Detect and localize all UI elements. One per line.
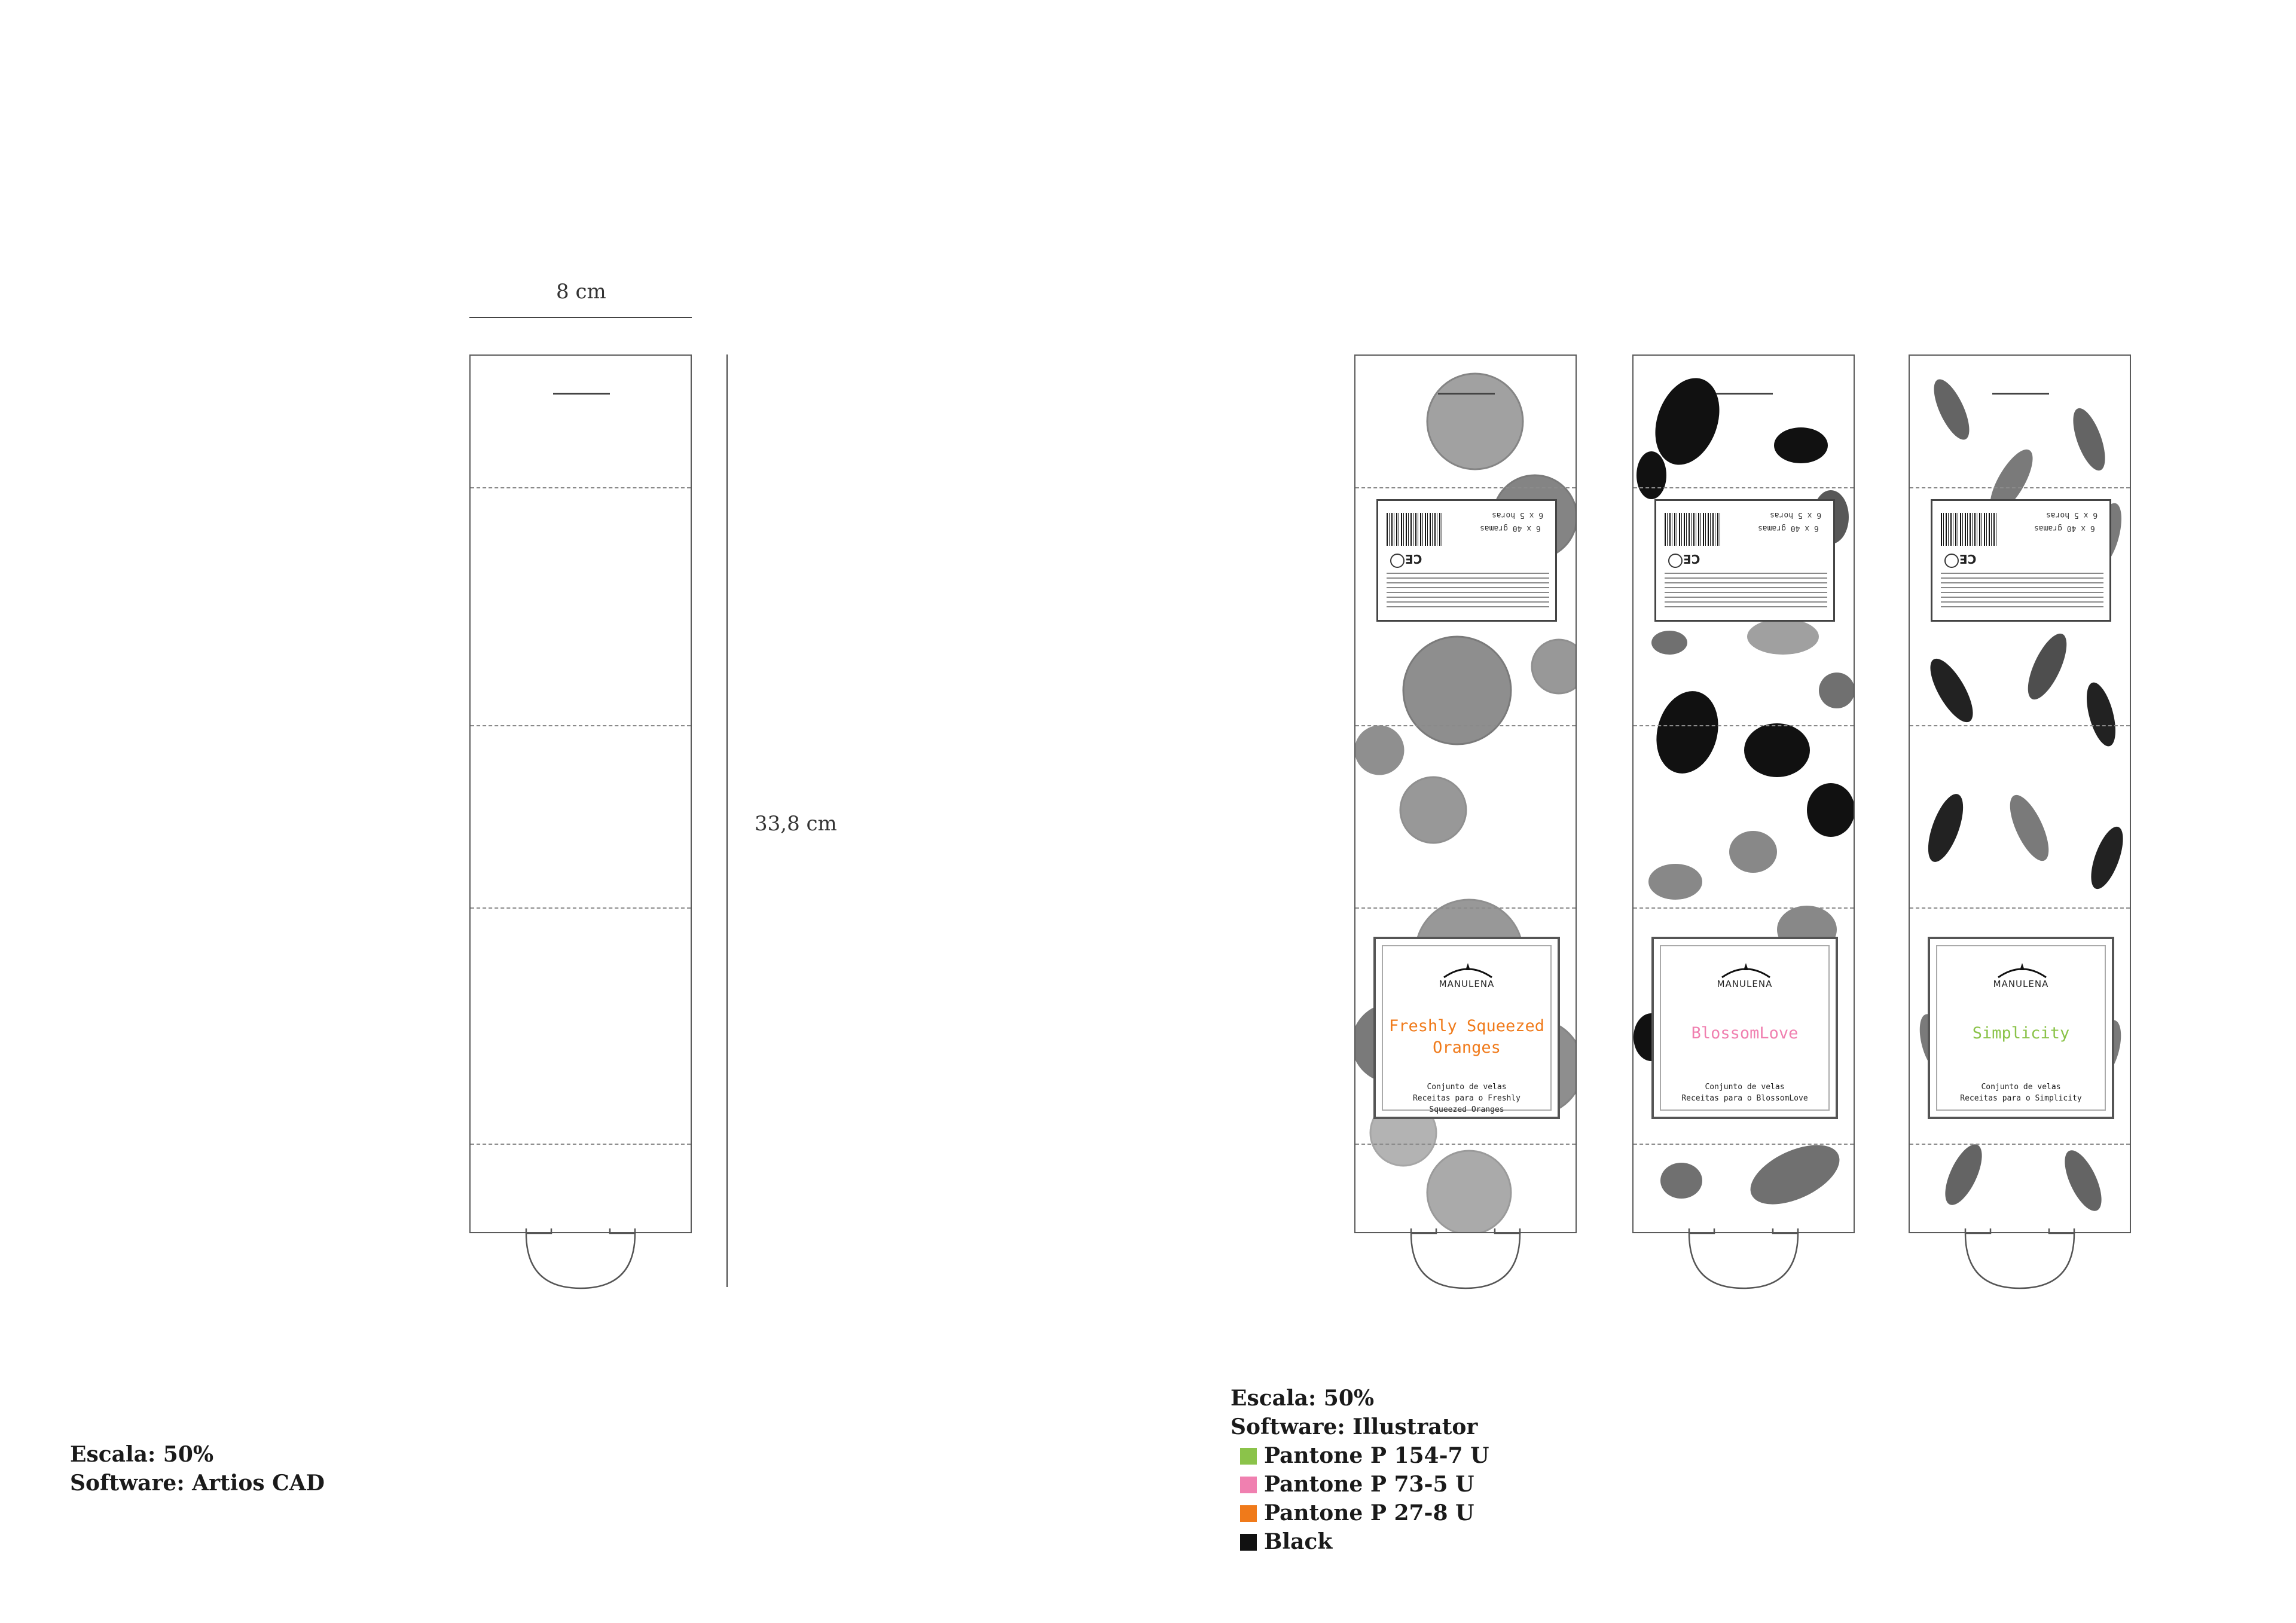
product-name-line2: Oranges — [1433, 1038, 1501, 1057]
barcode — [1387, 513, 1443, 546]
bottom-tab — [1964, 1228, 2075, 1289]
product-desc-line2: Receitas para o Freshly — [1412, 1094, 1521, 1103]
height-dimension-line — [726, 354, 728, 1287]
cad-dieline — [469, 354, 692, 1233]
fold-line — [471, 907, 691, 909]
hanger-slot — [1438, 393, 1495, 395]
hours-text: 6 x 5 horas — [2046, 511, 2098, 519]
product-desc-line2: Receitas para o Simplicity — [1960, 1094, 2082, 1103]
hours-text: 6 x 5 horas — [1770, 511, 1822, 519]
recycle-icon — [1668, 554, 1683, 568]
fold-line — [1355, 907, 1576, 909]
package-freshly-squeezed: 6 x 40 gramas 6 x 5 horas CE MANULENA Fr… — [1354, 354, 1577, 1233]
weight-text: 6 x 40 gramas — [1758, 524, 1819, 533]
brand-name: MANULENA — [1993, 979, 2049, 989]
front-label: MANULENA Simplicity Conjunto de velas Re… — [1928, 937, 2114, 1119]
bottom-tab — [1410, 1228, 1521, 1289]
product-name-line1: BlossomLove — [1691, 1024, 1799, 1043]
pantone-label-pink: Pantone P 73-5 U — [1264, 1472, 1474, 1497]
weight-text: 6 x 40 gramas — [2034, 524, 2095, 533]
product-desc-line1: Conjunto de velas — [1981, 1083, 2061, 1092]
hanger-slot — [1716, 393, 1773, 395]
cad-bottom-tab — [525, 1228, 636, 1289]
fold-line — [1634, 725, 1854, 726]
fold-line — [1910, 1144, 2130, 1145]
hours-text: 6 x 5 horas — [1492, 511, 1544, 519]
product-name-line1: Simplicity — [1972, 1024, 2070, 1043]
hanger-slot — [1992, 393, 2049, 395]
fold-line — [471, 1144, 691, 1145]
info-panel: 6 x 40 gramas 6 x 5 horas CE — [1376, 499, 1557, 622]
pantone-swatch-pink — [1240, 1477, 1257, 1493]
height-dimension-label: 33,8 cm — [755, 812, 837, 836]
front-label: MANULENA Freshly Squeezed Oranges Conjun… — [1373, 937, 1560, 1119]
info-panel: 6 x 40 gramas 6 x 5 horas CE — [1931, 499, 2111, 622]
product-desc-line1: Conjunto de velas — [1705, 1083, 1785, 1092]
manulena-logo-icon — [1443, 963, 1492, 979]
fold-line — [471, 487, 691, 488]
recycle-icon — [1944, 554, 1959, 568]
barcode — [1665, 513, 1721, 546]
ce-mark: CE — [1683, 552, 1700, 566]
hanger-slot — [553, 393, 610, 395]
cad-software-note: Software: Artios CAD — [70, 1471, 325, 1496]
package-simplicity: 6 x 40 gramas 6 x 5 horas CE MANULENA Si… — [1909, 354, 2131, 1233]
fold-line — [1634, 907, 1854, 909]
fold-line — [471, 725, 691, 726]
fold-line — [1355, 725, 1576, 726]
width-dimension-line — [469, 317, 692, 318]
fold-line — [1634, 487, 1854, 488]
fold-line — [1355, 1144, 1576, 1145]
fold-line — [1910, 487, 2130, 488]
illustrator-software-note: Software: Illustrator — [1231, 1414, 1478, 1439]
bottom-tab — [1688, 1228, 1799, 1289]
product-name-line1: Freshly Squeezed — [1388, 1017, 1545, 1035]
product-desc-line2: Receitas para o BlossomLove — [1681, 1094, 1808, 1103]
product-desc-line1: Conjunto de velas — [1427, 1083, 1507, 1092]
pantone-swatch-green — [1240, 1448, 1257, 1465]
fine-print — [1665, 573, 1827, 609]
package-blossomlove: 6 x 40 gramas 6 x 5 horas CE MANULENA Bl… — [1632, 354, 1855, 1233]
fine-print — [1387, 573, 1549, 609]
fine-print — [1941, 573, 2103, 609]
pantone-label-orange: Pantone P 27-8 U — [1264, 1500, 1474, 1526]
manulena-logo-icon — [1721, 963, 1770, 979]
barcode — [1941, 513, 1998, 546]
cad-scale-note: Escala: 50% — [70, 1442, 214, 1467]
product-desc-line3: Squeezed Oranges — [1429, 1105, 1504, 1114]
fold-line — [1910, 907, 2130, 909]
illustrator-scale-note: Escala: 50% — [1231, 1386, 1375, 1411]
brand-name: MANULENA — [1717, 979, 1773, 989]
recycle-icon — [1390, 554, 1405, 568]
ce-mark: CE — [1959, 552, 1977, 566]
pantone-label-green: Pantone P 154-7 U — [1264, 1443, 1489, 1468]
front-label: MANULENA BlossomLove Conjunto de velas R… — [1651, 937, 1838, 1119]
brand-name: MANULENA — [1439, 979, 1495, 989]
width-dimension-label: 8 cm — [556, 280, 606, 304]
ce-mark: CE — [1405, 552, 1422, 566]
weight-text: 6 x 40 gramas — [1480, 524, 1541, 533]
pantone-swatch-black — [1240, 1534, 1257, 1551]
pantone-label-black: Black — [1264, 1529, 1333, 1554]
fold-line — [1910, 725, 2130, 726]
fold-line — [1355, 487, 1576, 488]
manulena-logo-icon — [1998, 963, 2047, 979]
pantone-swatch-orange — [1240, 1505, 1257, 1522]
info-panel: 6 x 40 gramas 6 x 5 horas CE — [1654, 499, 1835, 622]
fold-line — [1634, 1144, 1854, 1145]
